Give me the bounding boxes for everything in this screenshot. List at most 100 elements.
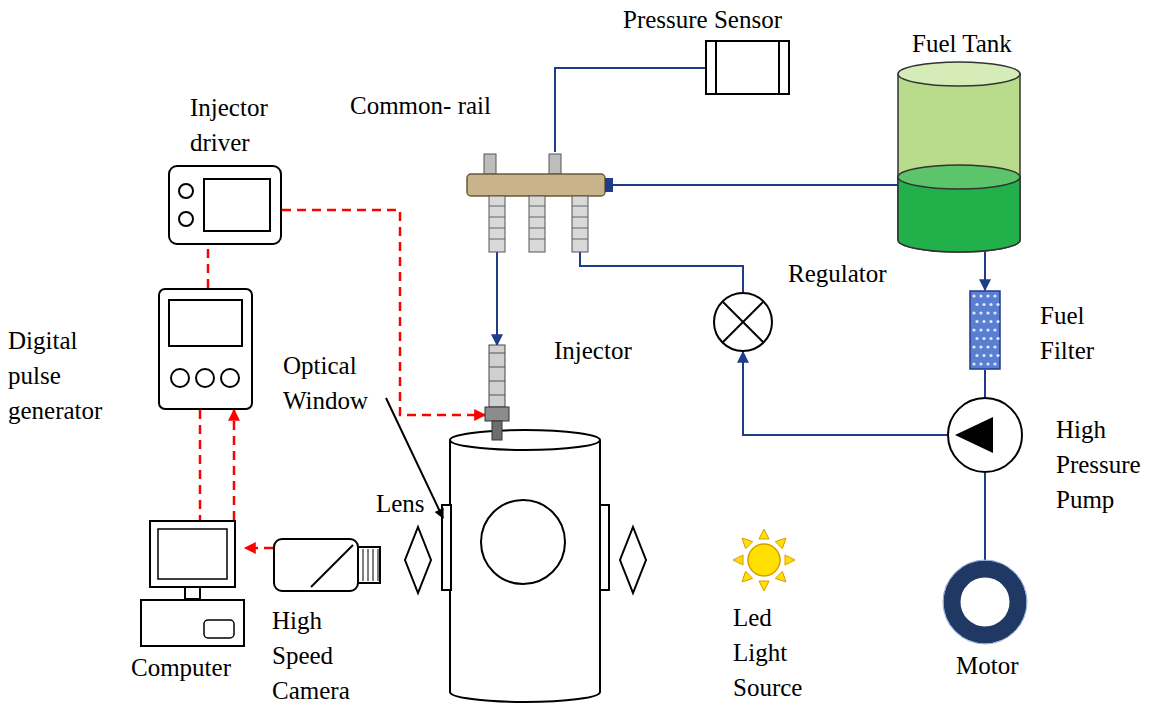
driver-part [179, 184, 193, 198]
filter-part [982, 303, 985, 306]
rail-part [529, 217, 545, 218]
camera-part [363, 549, 364, 581]
rail-part [572, 217, 588, 218]
filter-part [986, 345, 989, 348]
fuel-line [743, 352, 947, 435]
sensor-figure [706, 41, 789, 94]
filter-part [993, 345, 996, 348]
sensor-part [778, 41, 780, 94]
lens-pair [405, 527, 646, 593]
node-label: Injector [554, 333, 674, 368]
sun-part [775, 538, 786, 549]
driver-part [169, 166, 281, 244]
signal-line [199, 410, 202, 520]
camera-part [368, 549, 369, 581]
rail-part [572, 228, 588, 229]
rail-part [529, 196, 545, 252]
filter-part [989, 354, 992, 357]
pulse-part [169, 300, 242, 346]
driver-outline [168, 165, 282, 245]
node-label: High Pressure Pump [1056, 412, 1164, 517]
fuel-line [984, 252, 986, 290]
signal-line [207, 245, 210, 288]
filter-part [972, 328, 975, 331]
tank-outline [898, 62, 1020, 252]
sun-outline [732, 528, 796, 592]
regulator-part [714, 293, 772, 351]
tank-part [898, 165, 1020, 189]
fuel-line [984, 370, 986, 397]
computer-outline [140, 520, 245, 648]
sun-part [775, 571, 786, 582]
injector-figure [485, 345, 509, 440]
part-label: Lens [376, 486, 446, 521]
sun-part [759, 581, 769, 591]
motor-figure [943, 560, 1027, 644]
filter-part [989, 320, 992, 323]
motor-part [943, 560, 1027, 644]
regulator-part [723, 302, 763, 342]
rail-part [489, 239, 505, 240]
node-label: Digital pulse generator [8, 323, 123, 428]
camera-part [358, 547, 380, 583]
lens-symbol [620, 527, 646, 593]
injector-part [485, 407, 509, 421]
rail-part [549, 154, 561, 174]
filter-part [989, 337, 992, 340]
sun-node: Led Light Source [732, 528, 796, 592]
injector-part [489, 367, 505, 368]
rail-part [572, 206, 588, 207]
sensor-outline [705, 40, 790, 95]
injector-part [489, 353, 505, 354]
driver-part [179, 212, 193, 226]
side-window [600, 505, 609, 590]
filter-part [972, 311, 975, 314]
pump-part [955, 417, 993, 453]
rail-outline [463, 152, 613, 252]
pulse-figure [159, 289, 252, 409]
filter-part [986, 362, 989, 365]
filter-outline [969, 290, 1001, 370]
pump-figure [948, 398, 1022, 472]
pump-part [948, 398, 1022, 472]
camera-part [373, 549, 374, 581]
computer-part [204, 620, 234, 638]
node-label: Pressure Sensor [623, 2, 843, 37]
sun-figure [733, 529, 795, 591]
rail-part [605, 178, 613, 192]
filter-part [979, 362, 982, 365]
node-label: Injector driver [190, 90, 290, 160]
sun-part [785, 555, 795, 565]
regulator-node: Regulator [713, 292, 773, 352]
sun-part [748, 544, 780, 576]
signal-line [282, 210, 485, 415]
filter-part [972, 362, 975, 365]
sun-part [742, 538, 753, 549]
tank-figure [898, 62, 1020, 252]
node-label: Fuel Filter [1040, 298, 1116, 368]
fuel-line [496, 252, 498, 345]
filter-part [996, 354, 999, 357]
filter-part [993, 328, 996, 331]
filter-part [982, 320, 985, 323]
rail-part [489, 196, 505, 252]
filter-part [972, 294, 975, 297]
rail-figure [467, 154, 613, 252]
fuel-line [580, 252, 743, 292]
tank-part [898, 74, 1020, 252]
fuel-line [613, 184, 898, 186]
node-label: Common- rail [350, 88, 540, 123]
node-label: Computer [131, 650, 261, 685]
injector-part [489, 395, 505, 396]
filter-figure [970, 291, 1000, 369]
node-label: Led Light Source [733, 600, 823, 705]
rail-part [489, 217, 505, 218]
computer-node: Computer [140, 520, 245, 648]
injector-part [489, 381, 505, 382]
injector-node: Injector [485, 345, 509, 440]
pulse-part [171, 369, 189, 387]
motor-outline [943, 560, 1027, 644]
computer-figure [141, 521, 244, 646]
filter-part [982, 354, 985, 357]
